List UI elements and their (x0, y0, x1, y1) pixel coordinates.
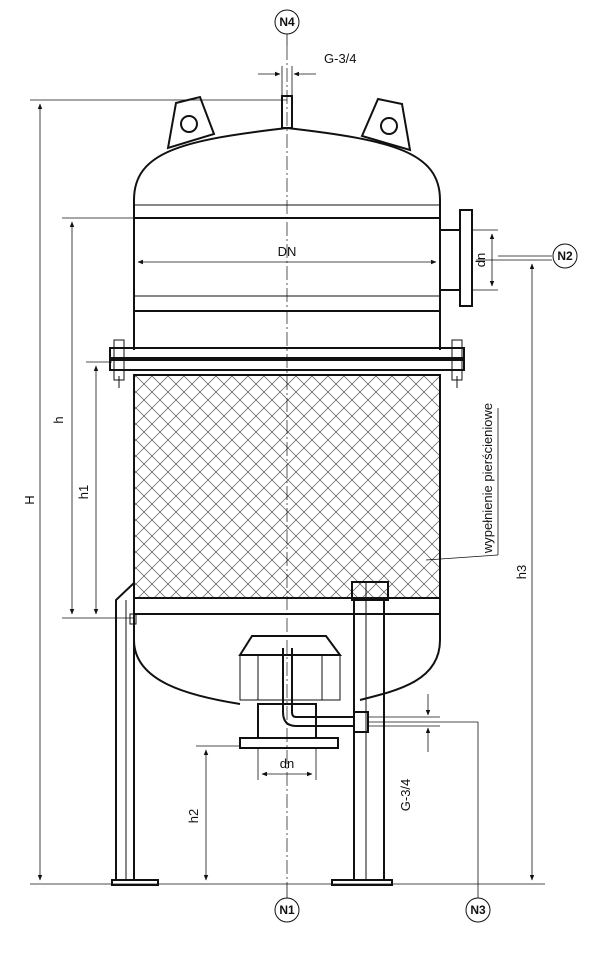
dim-h3 (476, 259, 552, 881)
dim-top-thread (258, 66, 316, 96)
dim-dn-side (472, 229, 498, 291)
left-leg (111, 582, 159, 886)
internal-pipe (282, 648, 369, 733)
dim-h (62, 217, 134, 619)
right-leg (331, 581, 393, 886)
dim-h2-label: h2 (186, 809, 201, 823)
dim-h2 (196, 745, 240, 881)
packing-label: wypełnienie pierścieniowe (480, 403, 495, 554)
lifting-lug-left (166, 95, 216, 150)
dim-dn-bottom-label: dn (280, 756, 294, 771)
side-nozzle-flange (439, 209, 473, 307)
dim-h1-label: h1 (76, 485, 91, 499)
node-N3: N3 (465, 897, 491, 923)
dim-H-label: H (22, 495, 37, 504)
node-N4: N4 (274, 9, 300, 35)
dim-side-thread-label: G-3/4 (398, 779, 413, 812)
node-N2-label: N2 (557, 249, 573, 263)
outlet-cone (238, 635, 342, 701)
dim-side-thread (368, 694, 440, 752)
node-N3-label: N3 (470, 903, 486, 917)
dim-H (30, 99, 287, 881)
dim-dn-bottom (257, 748, 317, 780)
node-N1: N1 (274, 897, 300, 923)
packing-leader (425, 554, 499, 561)
node-N2: N2 (552, 243, 578, 269)
dim-h1 (86, 361, 112, 615)
dim-top-thread-label: G-3/4 (324, 51, 357, 66)
dim-h-label: h (51, 416, 66, 423)
node-N1-label: N1 (279, 903, 295, 917)
dim-dn-side-label: dn (473, 253, 488, 267)
lifting-lug-right (360, 97, 412, 152)
dim-h3-label: h3 (514, 565, 529, 579)
node-N4-label: N4 (279, 15, 295, 29)
dim-DN-label: DN (278, 244, 297, 259)
